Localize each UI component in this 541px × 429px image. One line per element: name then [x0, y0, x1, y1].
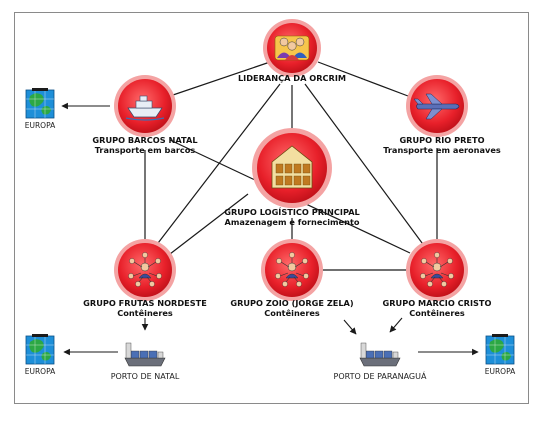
logistico-title: GRUPO LOGÍSTICO PRINCIPAL: [224, 206, 360, 217]
globe-icon: [25, 333, 55, 365]
zoio-subtitle: Contêineres: [264, 308, 320, 318]
node-zoio: [261, 239, 323, 301]
node-rio-preto: [406, 75, 468, 137]
line-leader-riopreto: [317, 61, 409, 97]
people-icon: [274, 35, 310, 61]
node-logistico: [252, 128, 332, 208]
porto-paranagua: PORTO DE PARANAGUÁ: [334, 342, 427, 381]
marcio-subtitle: Contêineres: [409, 308, 465, 318]
europa-top-label: EUROPA: [25, 121, 56, 130]
line-logistico-frutas: [169, 193, 249, 255]
node-leadership: [263, 19, 321, 77]
line-leader-marcio: [304, 83, 426, 248]
barcos-title: GRUPO BARCOS NATAL: [92, 135, 197, 145]
europa-left-label: EUROPA: [25, 367, 56, 376]
arrow-marcio-paranagua: [389, 317, 403, 333]
node-marcio-cristo: [406, 239, 468, 301]
europa-left: EUROPA: [25, 333, 56, 376]
marcio-title: GRUPO MARCIO CRISTO: [383, 298, 492, 308]
rio-preto-title: GRUPO RIO PRETO: [399, 135, 484, 145]
node-frutas-nordeste: [114, 239, 176, 301]
arrow-zoio-paranagua: [343, 319, 357, 335]
logistico-subtitle: Amazenagem e fornecimento: [225, 217, 360, 227]
warehouse-icon: [271, 145, 313, 189]
frutas-title: GRUPO FRUTAS NORDESTE: [83, 298, 207, 308]
airplane-icon: [413, 93, 460, 120]
globe-icon: [25, 87, 55, 119]
cargo-ship-icon: [359, 342, 401, 367]
diagram-frame: [14, 12, 529, 404]
europa-top: EUROPA: [25, 87, 56, 130]
barcos-subtitle: Transporte em barcos: [95, 145, 196, 155]
line-leader-barcos: [169, 61, 271, 97]
europa-right: EUROPA: [485, 333, 516, 376]
zoio-title: GRUPO ZOIO (JORGE ZELA): [230, 298, 354, 308]
node-barcos-natal: [114, 75, 176, 137]
porto-natal-label: PORTO DE NATAL: [111, 372, 180, 381]
cargo-ship-icon: [124, 342, 166, 367]
frutas-subtitle: Contêineres: [117, 308, 173, 318]
porto-natal: PORTO DE NATAL: [111, 342, 180, 381]
globe-icon: [485, 333, 515, 365]
leadership-title: LIDERANÇA DA ORCRIM: [238, 73, 346, 83]
europa-right-label: EUROPA: [485, 367, 516, 376]
arrow-lines: [61, 102, 479, 356]
line-leader-frutas: [154, 83, 281, 248]
porto-paranagua-label: PORTO DE PARANAGUÁ: [334, 370, 427, 381]
ship-icon: [125, 95, 165, 121]
rio-preto-subtitle: Transporte em aeronaves: [383, 145, 501, 155]
